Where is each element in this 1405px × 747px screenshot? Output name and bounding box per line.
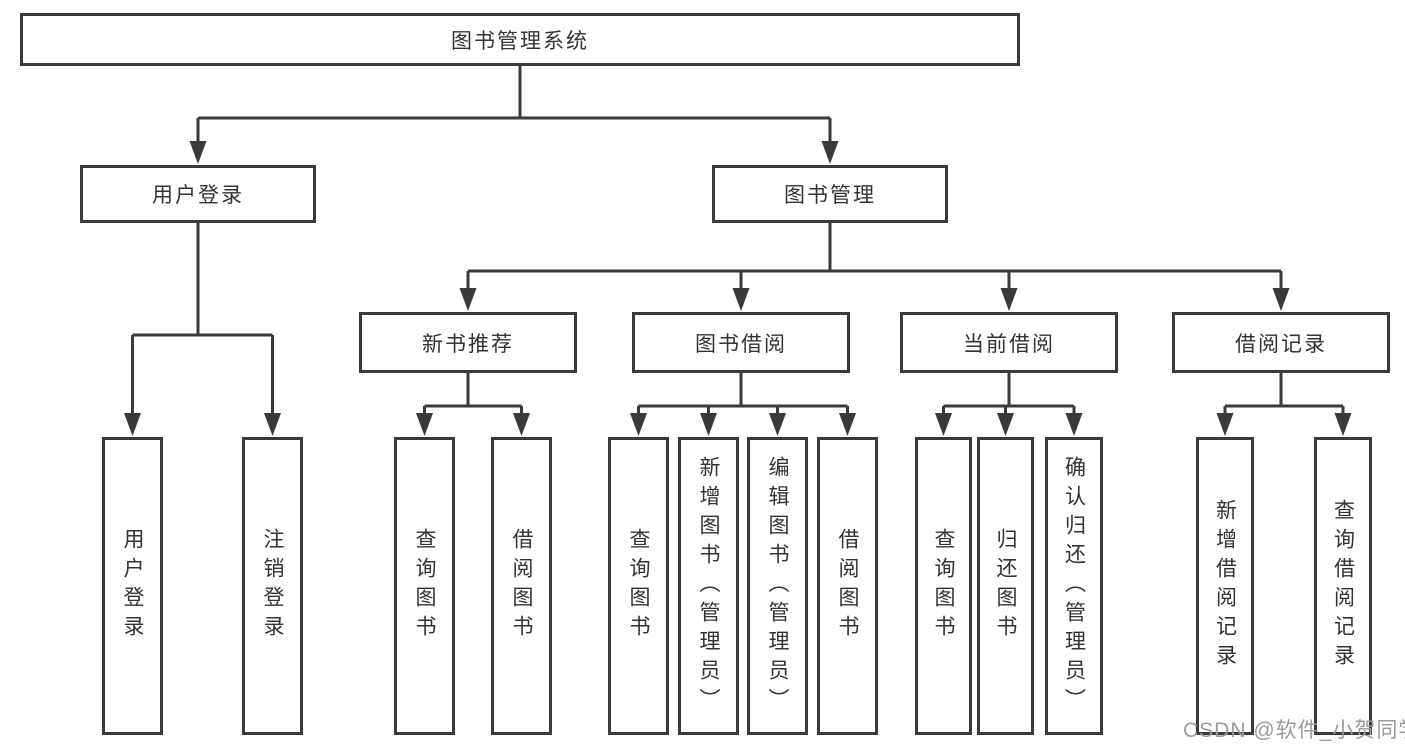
leaf-query-borrow-record: 查询借阅记录: [1314, 437, 1372, 735]
leaf-edit-books-admin-label: 编辑图书（管理员）: [766, 455, 789, 717]
leaf-borrow-books: 借阅图书: [817, 437, 878, 735]
node-root-system-label: 图书管理系统: [451, 29, 589, 53]
leaf-add-borrow-record: 新增借阅记录: [1196, 437, 1254, 735]
leaf-newrec-query-books-label: 查询图书: [413, 528, 436, 644]
node-book-borrow: 图书借阅: [632, 312, 850, 373]
leaf-borrow-query-books-label: 查询图书: [627, 528, 650, 644]
node-book-management-label: 图书管理: [784, 184, 876, 207]
connector-borrow-to-leaves: [637, 373, 849, 418]
node-book-management: 图书管理: [712, 165, 948, 223]
leaf-borrow-books-label: 借阅图书: [836, 528, 859, 644]
node-borrow-records: 借阅记录: [1172, 312, 1390, 373]
node-new-book-recommend: 新书推荐: [359, 312, 577, 373]
connector-current-to-leaves: [942, 373, 1076, 418]
connector-root-to-level2: [196, 66, 832, 146]
leaf-confirm-return-admin: 确认归还（管理员）: [1045, 437, 1103, 735]
node-current-borrow-label: 当前借阅: [963, 332, 1055, 356]
connector-records-to-leaves: [1223, 373, 1345, 418]
leaf-user-login-label: 用户登录: [121, 528, 144, 644]
connector-newrec-to-leaves: [423, 373, 523, 418]
leaf-newrec-borrow-books-label: 借阅图书: [510, 528, 533, 644]
node-current-borrow: 当前借阅: [900, 312, 1118, 373]
leaf-add-books-admin: 新增图书（管理员）: [678, 437, 739, 735]
leaf-logout: 注销登录: [242, 437, 303, 735]
node-book-borrow-label: 图书借阅: [695, 332, 787, 356]
leaf-add-books-admin-label: 新增图书（管理员）: [697, 455, 720, 717]
leaf-query-borrow-record-label: 查询借阅记录: [1331, 499, 1355, 673]
leaf-borrow-query-books: 查询图书: [608, 437, 669, 735]
leaf-current-query-books: 查询图书: [915, 437, 972, 735]
connector-mgmt-to-level3: [466, 223, 1283, 293]
node-user-login-label: 用户登录: [152, 184, 244, 207]
node-user-login: 用户登录: [80, 165, 316, 223]
node-new-book-recommend-label: 新书推荐: [422, 332, 514, 356]
leaf-confirm-return-admin-label: 确认归还（管理员）: [1062, 455, 1086, 717]
leaf-return-books-label: 归还图书: [994, 528, 1017, 644]
leaf-return-books: 归还图书: [977, 437, 1034, 735]
leaf-add-borrow-record-label: 新增借阅记录: [1213, 499, 1237, 673]
csdn-watermark: CSDN @软件_小贺同学: [1183, 719, 1405, 742]
leaf-edit-books-admin: 编辑图书（管理员）: [747, 437, 808, 735]
node-borrow-records-label: 借阅记录: [1235, 332, 1327, 356]
leaf-newrec-query-books: 查询图书: [394, 437, 455, 735]
leaf-logout-label: 注销登录: [261, 528, 284, 644]
node-root-system: 图书管理系统: [20, 13, 1020, 66]
leaf-current-query-books-label: 查询图书: [932, 528, 955, 644]
leaf-user-login: 用户登录: [102, 437, 163, 735]
leaf-newrec-borrow-books: 借阅图书: [491, 437, 552, 735]
connector-login-to-leaves: [131, 223, 274, 418]
